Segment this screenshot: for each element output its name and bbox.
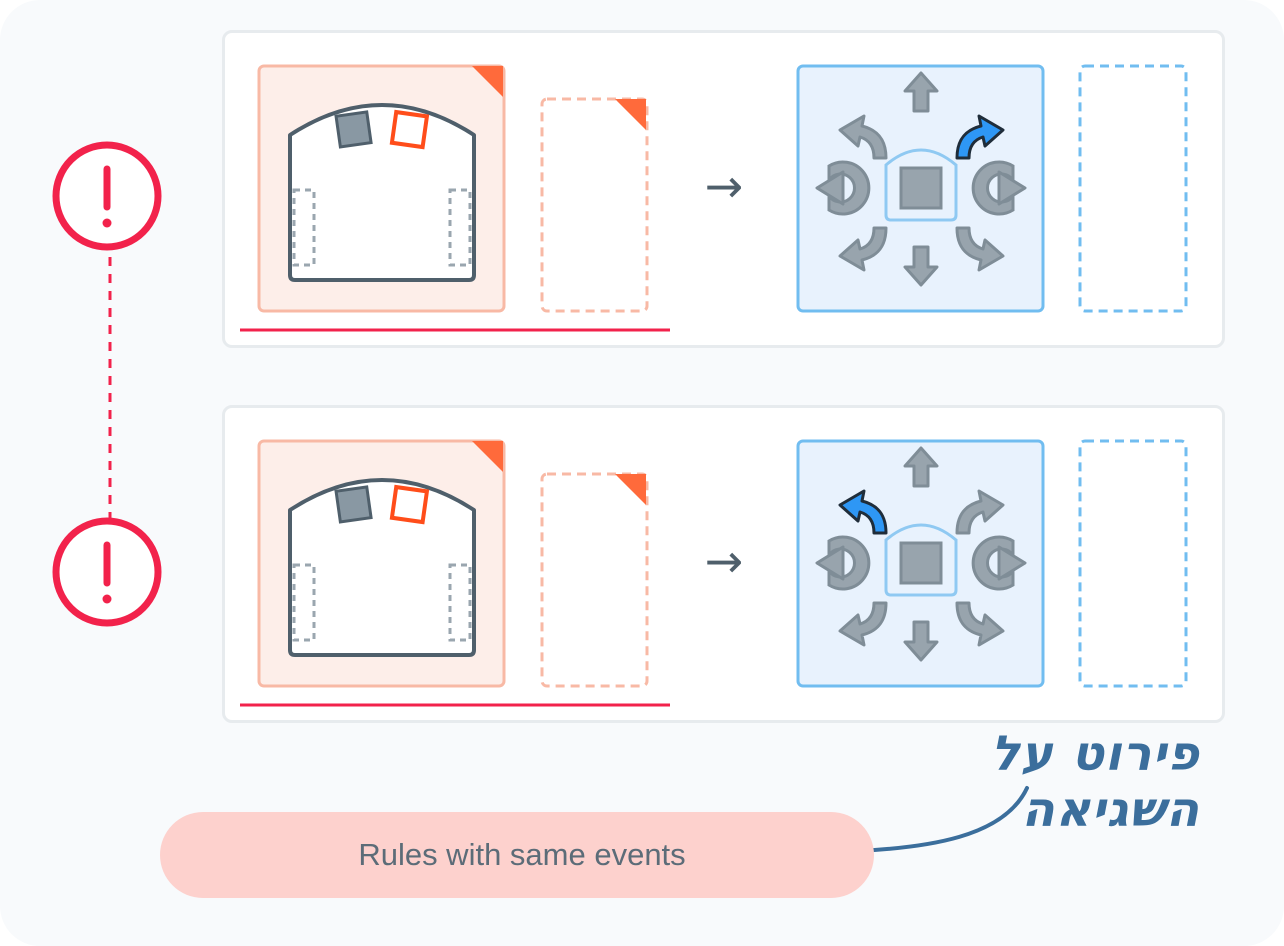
- robot-body-icon: [899, 541, 943, 585]
- rule-contents: →: [240, 439, 1188, 707]
- error-connector: [108, 240, 112, 525]
- robot-sensor-panel[interactable]: [257, 64, 506, 313]
- robot-body-icon: [899, 166, 943, 210]
- error-message-pill: Rules with same events: [160, 812, 874, 898]
- exclamation-circle-icon[interactable]: [50, 515, 164, 629]
- error-message: Rules with same events: [358, 837, 686, 872]
- empty-event-slot[interactable]: [540, 97, 649, 313]
- robot-sensor-panel[interactable]: [257, 439, 506, 688]
- rule-arrow-icon: →: [705, 159, 744, 213]
- empty-action-slot[interactable]: [1078, 439, 1188, 688]
- error-annotation: פירוט על השגיאה: [990, 726, 1200, 838]
- empty-event-slot[interactable]: [540, 472, 649, 688]
- direction-pad[interactable]: [796, 64, 1045, 313]
- direction-pad[interactable]: [796, 439, 1045, 688]
- exclamation-circle-icon[interactable]: [50, 139, 164, 253]
- rule-arrow-icon: →: [705, 534, 744, 588]
- empty-action-slot[interactable]: [1078, 64, 1188, 313]
- rule-contents: →: [240, 64, 1188, 332]
- rule-card[interactable]: →: [222, 405, 1225, 723]
- rule-card[interactable]: →: [222, 30, 1225, 348]
